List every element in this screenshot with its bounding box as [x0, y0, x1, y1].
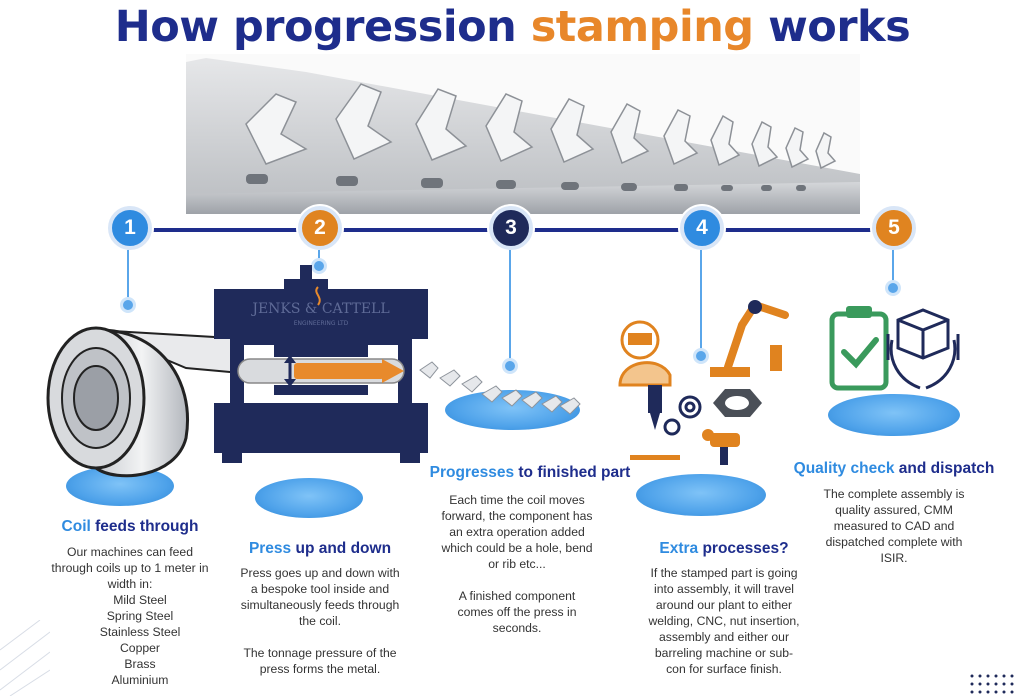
step-2-text-2: The tonnage pressure of the press forms … — [243, 646, 397, 676]
step-4-pedestal — [636, 474, 766, 516]
press-machine-icon: JENKS & CATTELL ENGINEERING LTD — [214, 265, 428, 463]
step-1-dot — [120, 297, 136, 313]
step-3-text: Each time the coil moves forward, the co… — [441, 493, 593, 571]
decor-lines-icon — [0, 620, 50, 696]
step-5-connector — [892, 250, 894, 282]
material-item: Copper — [50, 640, 230, 656]
page-title: How progression stamping works — [114, 2, 911, 52]
step-2-connector — [318, 250, 320, 265]
step-1-heading: Coil feeds through — [61, 518, 199, 535]
material-item: Stainless Steel — [50, 624, 230, 640]
welder-icon — [618, 320, 672, 387]
step-5-badge: 5 — [872, 206, 916, 250]
gear-icon — [663, 395, 702, 436]
step-2-dot — [311, 258, 327, 274]
spray-gun-icon — [702, 429, 740, 465]
step-2-heading: Press up and down — [248, 540, 392, 557]
step-2-text: Press goes up and down with a bespoke to… — [240, 566, 400, 628]
step-4-heading: Extra processes? — [659, 540, 789, 557]
decor-dots-icon — [970, 674, 1014, 694]
step-4-dot — [693, 348, 709, 364]
step-2-badge: 2 — [298, 206, 342, 250]
step-5-pedestal — [828, 394, 960, 436]
svg-text:ENGINEERING LTD: ENGINEERING LTD — [294, 320, 349, 327]
material-item: Aluminium — [50, 672, 230, 688]
material-item: Brass — [50, 656, 230, 672]
step-4-text: If the stamped part is going into assemb… — [648, 566, 800, 676]
step-1-badge: 1 — [108, 206, 152, 250]
step-1-connector — [127, 250, 129, 298]
stamped-parts-icon — [419, 361, 581, 415]
materials-list: Mild Steel Spring Steel Stainless Steel … — [50, 592, 230, 688]
material-item: Spring Steel — [50, 608, 230, 624]
step-3-heading: Progresses to finished part — [429, 464, 631, 481]
step-4-connector — [700, 250, 702, 350]
extra-processes-icons — [618, 300, 789, 465]
step-4-badge: 4 — [680, 206, 724, 250]
step-5-heading: Quality check and dispatch — [793, 460, 995, 477]
step-3-dot — [502, 358, 518, 374]
material-item: Mild Steel — [50, 592, 230, 608]
clipboard-check-icon — [829, 306, 889, 391]
robot-arm-icon — [710, 300, 789, 377]
step-3-connector — [509, 250, 511, 360]
metal-strip-photo — [186, 54, 860, 214]
svg-text:JENKS & CATTELL: JENKS & CATTELL — [250, 301, 389, 317]
nut-icon — [713, 389, 762, 417]
step-1-text: Our machines can feed through coils up t… — [51, 545, 209, 591]
quality-icons — [829, 306, 960, 391]
step-3-badge: 3 — [489, 206, 533, 250]
coil-roll-icon — [46, 326, 243, 478]
cnc-drill-icon — [630, 385, 680, 460]
step-3-text-2: A finished component comes off the press… — [457, 589, 577, 635]
step-2-pedestal — [255, 478, 363, 518]
box-in-hands-icon — [886, 308, 960, 390]
step-5-dot — [885, 280, 901, 296]
step-5-text: The complete assembly is quality assured… — [823, 487, 965, 565]
